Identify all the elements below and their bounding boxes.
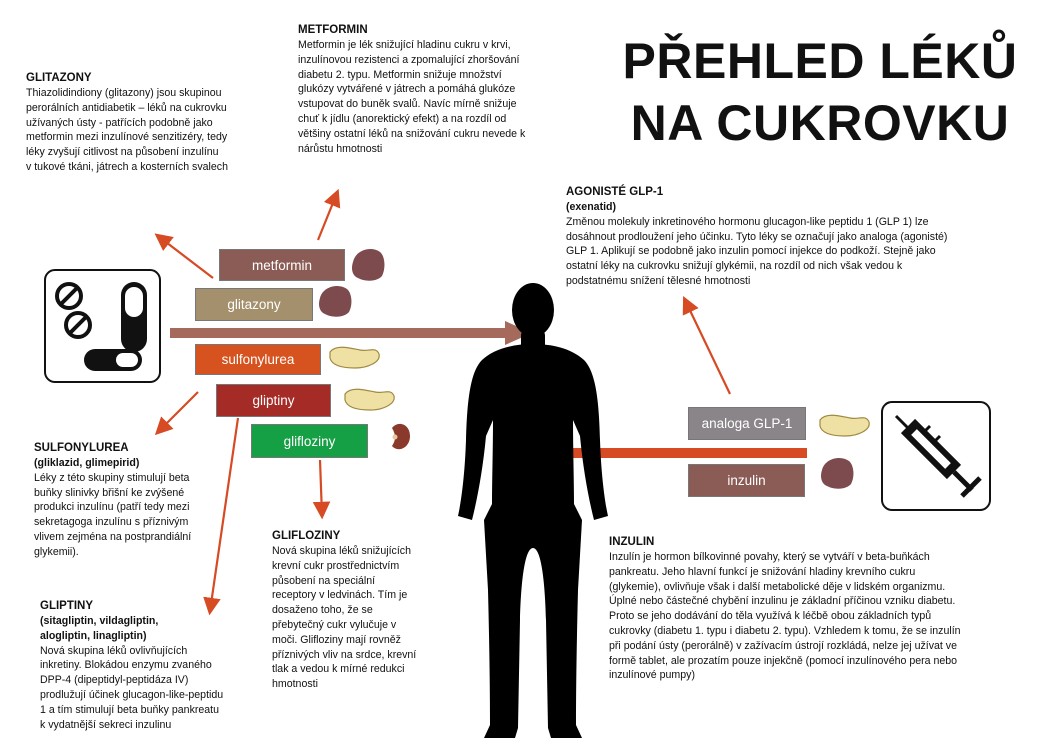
inzulin-line: Inzulín je hormon bílkovinné povahy, kte…: [609, 551, 930, 563]
title-line-1: PŘEHLED LÉKŮ: [622, 33, 1018, 89]
pancreas-icon: [344, 388, 395, 411]
glifloziny-line: dosaženo toho, že se: [272, 604, 373, 617]
arrow-to-glifloziny-text: [312, 459, 331, 520]
gliptiny-line: Nová skupina léků ovlivňujících: [40, 644, 188, 657]
pills-icon: [44, 269, 161, 383]
drug-label-sulfonylurea: sulfonylurea: [195, 344, 321, 375]
glifloziny-line: hmotnosti: [272, 678, 318, 691]
agoniste-line: GLP 1. Aplikují se podobně jako inzulin …: [566, 245, 936, 258]
inzulin-line: inzulínové pumpy): [609, 669, 695, 682]
drug-label-analoga-glp1: analoga GLP-1: [688, 407, 806, 440]
sulfonylurea-subheading: (gliklazid, glimepirid): [34, 457, 140, 469]
sulfonylurea-line: Léky z této skupiny stimulují beta: [34, 471, 190, 484]
drug-label-gliptiny: gliptiny: [216, 384, 331, 417]
gliptiny-block: GLIPTINY (sitagliptin, vildagliptin, alo…: [40, 598, 270, 732]
gliptiny-line: inkretiny. Blokádou enzymu zvaného: [40, 659, 212, 672]
glifloziny-line: přebytečný cukr vylučuje v: [272, 618, 397, 631]
metformin-line: většiny ostatní léků na snižování cukru …: [298, 127, 526, 140]
gliptiny-line: prodlužují účinek glucagon-like-peptidu: [40, 688, 224, 701]
agoniste-subheading: (exenatid): [566, 201, 617, 213]
glifloziny-line: příznivých vliv na srdce, krevní: [272, 648, 417, 661]
inzulin-line: pankreatu. Jeho hlavní funkcí je snižová…: [609, 565, 916, 578]
sulfonylurea-block: SULFONYLUREA (gliklazid, glimepirid) Lék…: [34, 440, 234, 560]
inzulin-line: Proto se jeho dodávání do těla využívá k…: [609, 610, 932, 623]
glitazony-line: užívaných ústy - patřících podobně jako: [26, 116, 213, 129]
agoniste-line: podstatnému snížení tělesné hmotnosti: [566, 274, 751, 287]
inzulin-block: INZULIN Inzulín je hormon bílkovinné pov…: [609, 534, 1029, 683]
arrow-to-sulfonylurea-text: [154, 391, 199, 436]
agoniste-heading: AGONISTÉ GLP-1: [566, 186, 664, 198]
metformin-line: inzulínovou rezistenci a zpomalující zho…: [298, 53, 520, 66]
glitazony-block: GLITAZONY Thiazolidindiony (glitazony) j…: [26, 70, 276, 175]
metformin-line: vstupovat do buněk svalů. Navíc mírně sn…: [298, 98, 517, 111]
sulfonylurea-line: glykemii).: [34, 545, 79, 558]
sulfonylurea-line: vlivem zejména na postprandiální: [34, 530, 192, 543]
metformin-heading: METFORMIN: [298, 24, 368, 36]
arrows: [154, 188, 731, 616]
glitazony-line: metformin mezi inzulínové senzitizéry, t…: [26, 131, 228, 144]
kidney-icon: [392, 423, 410, 450]
glitazony-line: Thiazolidindiony (glitazony) jsou skupin…: [26, 87, 222, 99]
drug-label-inzulin: inzulin: [688, 464, 805, 497]
glifloziny-block: GLIFLOZINY Nová skupina léků snižujících…: [272, 528, 452, 692]
gliptiny-subheading: alogliptin, linagliptin): [40, 629, 147, 642]
metformin-block: METFORMIN Metformin je lék snižující hla…: [298, 22, 598, 156]
glifloziny-line: působení na speciální: [272, 574, 376, 587]
agoniste-block: AGONISTÉ GLP-1 (exenatid) Změnou molekul…: [566, 184, 1016, 289]
glitazony-heading: GLITAZONY: [26, 72, 92, 84]
liver-icon: [352, 249, 385, 281]
gliptiny-line: DPP-4 (dipeptidyl-peptidáza IV): [40, 674, 189, 687]
agoniste-line: dosáhnout prodloužení jeho účinku. Tyto …: [566, 230, 948, 243]
drug-label-glitazony: glitazony: [195, 288, 313, 321]
glifloziny-line: tlak a vedou k mírné redukci: [272, 663, 405, 676]
glitazony-line: v tukové tkáni, játrech a kosterních sva…: [26, 160, 228, 173]
agoniste-line: ostatní léky na cukrovku snižují glykémi…: [566, 260, 903, 273]
inzulin-line: cukrovky (diabetu 1. typu i diabetu 2. t…: [609, 624, 961, 637]
glifloziny-line: krevní cukr prostřednictvím: [272, 559, 400, 572]
pancreas-icon: [819, 414, 870, 437]
liver-icon: [319, 286, 352, 317]
title-line-2: NA CUKROVKU: [630, 95, 1010, 151]
sulfonylurea-line: produkci inzulínu (patří tedy mezi: [34, 501, 190, 514]
agoniste-line: Změnou molekuly inkretinového hormonu gl…: [566, 215, 929, 228]
glifloziny-line: receptory v ledvinách. Tím je: [272, 589, 408, 602]
glitazony-line: perorálních antidiabetik – léků na cukro…: [26, 101, 227, 114]
metformin-line: nárůstu hmotnosti: [298, 142, 383, 155]
metformin-line: Metformin je lék snižující hladinu cukru…: [298, 39, 511, 51]
gliptiny-heading: GLIPTINY: [40, 600, 94, 612]
human-silhouette-icon: [458, 283, 608, 738]
sulfonylurea-heading: SULFONYLUREA: [34, 442, 129, 454]
glifloziny-heading: GLIFLOZINY: [272, 530, 341, 542]
arrow-to-agoniste-text: [682, 296, 731, 395]
inzulin-line: Úplné nebo částečné chybění inzulinu je …: [609, 595, 956, 608]
metformin-line: glukózy vytvářené v játrech a pomáhá glu…: [298, 83, 516, 96]
glifloziny-line: moči. Glifloziny mají rovněž: [272, 633, 401, 646]
arrow-to-glitazony-text: [154, 233, 214, 279]
arrow-to-gliptiny-text: [203, 417, 240, 616]
arrow-oral-to-body: [170, 321, 532, 345]
page-title: PŘEHLED LÉKŮ NA CUKROVKU: [610, 30, 1030, 154]
sulfonylurea-line: sekretagoga inzulínu s příznivým: [34, 516, 189, 529]
liver-icon: [821, 458, 854, 489]
metformin-line: chuť k jídlu (anorektický efekt) a na ro…: [298, 112, 507, 125]
inzulin-line: při podání ústy (perorálně) v zažívacím …: [609, 639, 957, 652]
gliptiny-line: k vydatnější sekreci inzulinu: [40, 718, 172, 731]
gliptiny-line: 1 a tím stimulují beta buňky pankreatu: [40, 703, 220, 716]
glifloziny-line: Nová skupina léků snižujících: [272, 545, 411, 557]
drug-label-metformin: metformin: [219, 249, 345, 281]
inzulin-line: formě tablet, ale prozatím pouze injekčn…: [609, 654, 958, 667]
sulfonylurea-line: buňky slinivky břišní ke zvýšené: [34, 486, 185, 499]
gliptiny-subheading: (sitagliptin, vildagliptin,: [40, 615, 159, 627]
inzulin-heading: INZULIN: [609, 536, 655, 548]
drug-label-glifloziny: glifloziny: [251, 424, 368, 458]
glitazony-line: léky zvyšují citlivost na působení inzul…: [26, 146, 219, 159]
arrow-to-metformin-text: [316, 188, 341, 241]
syringe-icon: [881, 401, 991, 511]
pancreas-icon: [329, 346, 380, 369]
metformin-line: diabetu 2. typu. Metformin snižuje množs…: [298, 68, 502, 81]
inzulin-line: (glykemie), ovlivňuje však i další metab…: [609, 580, 946, 593]
